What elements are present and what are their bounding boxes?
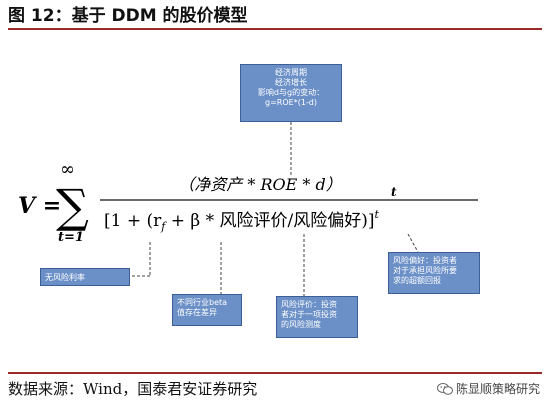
numerator-subscript: t bbox=[391, 185, 397, 199]
connector-risk-preference bbox=[407, 233, 419, 253]
callout-growth-line-4: g=ROE*(1-d) bbox=[265, 98, 317, 107]
callout-growth-line-2: 经济增长 bbox=[275, 78, 307, 87]
source-note: 数据来源：Wind，国泰君安证券研究 bbox=[8, 380, 258, 398]
callout-beta: 不同行业beta 值存在差异 bbox=[172, 294, 242, 326]
callout-risk-preference: 风险偏好：投资者 对于承担风险所要 求的超额回报 bbox=[388, 252, 480, 294]
callout-risk-evaluation-line-1: 风险评价：投资 bbox=[281, 300, 337, 309]
watermark: 陈显顺策略研究 bbox=[436, 380, 540, 397]
watermark-text: 陈显顺策略研究 bbox=[455, 382, 540, 396]
sum-sign: ∑ bbox=[56, 179, 89, 233]
callout-growth: 经济周期 经济增长 影响d与g的变动： g=ROE*(1-d) bbox=[240, 64, 342, 122]
ddm-formula-diagram: V = ∑ ∞ t=1 （净资产 * ROE * d） t [1 + (rf +… bbox=[18, 122, 478, 296]
denominator-rest: + β * 风险评价/风险偏好)] bbox=[165, 211, 374, 231]
figure-title: 图 12：基于 DDM 的股价模型 bbox=[8, 4, 542, 30]
sum-upper-limit: ∞ bbox=[60, 159, 75, 180]
callout-risk-evaluation: 风险评价：投资 者对于一项投资 的风险测度 bbox=[276, 296, 358, 338]
callout-growth-line-1: 经济周期 bbox=[275, 68, 307, 77]
rf-subscript: f bbox=[160, 220, 167, 233]
formula-numerator: （净资产 * ROE * d） bbox=[178, 175, 341, 194]
callout-risk-evaluation-line-2: 者对于一项投资 bbox=[281, 310, 337, 319]
formula-denominator: [1 + (rf + β * 风险评价/风险偏好)]t bbox=[104, 208, 380, 233]
callout-risk-evaluation-line-3: 的风险测度 bbox=[281, 320, 321, 329]
sum-lower-limit: t=1 bbox=[58, 230, 84, 245]
callout-risk-preference-line-3: 求的超额回报 bbox=[393, 276, 441, 285]
formula-lhs: V = bbox=[18, 193, 61, 219]
denominator-superscript: t bbox=[375, 208, 380, 221]
denominator-open: [1 + (r bbox=[104, 211, 162, 231]
callout-beta-line-2: 值存在差异 bbox=[177, 308, 217, 317]
callout-risk-free-line-1: 无风险利率 bbox=[45, 273, 85, 282]
callout-growth-line-3: 影响d与g的变动： bbox=[257, 88, 325, 97]
figure-footer: 数据来源：Wind，国泰君安证券研究 陈显顺策略研究 bbox=[8, 372, 542, 404]
callout-risk-preference-line-2: 对于承担风险所要 bbox=[393, 266, 457, 275]
callout-beta-line-1: 不同行业beta bbox=[177, 298, 228, 307]
callout-risk-free: 无风险利率 bbox=[40, 268, 130, 286]
wechat-icon bbox=[436, 383, 453, 395]
callout-risk-preference-line-1: 风险偏好：投资者 bbox=[393, 256, 457, 265]
connector-lines bbox=[130, 122, 419, 296]
